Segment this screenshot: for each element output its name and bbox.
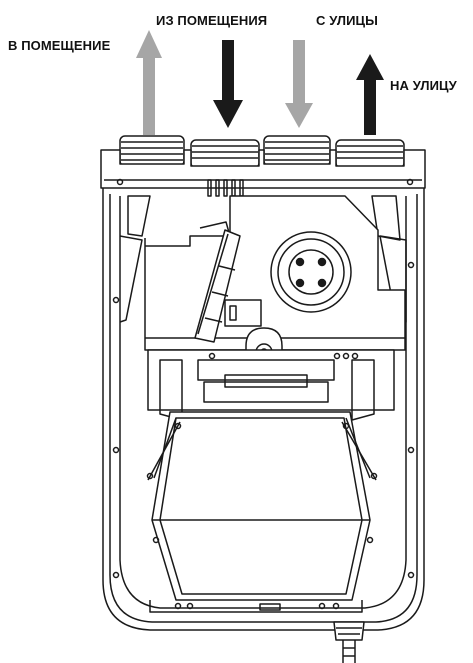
cable-gland bbox=[333, 621, 365, 663]
arrow-to-room bbox=[136, 30, 162, 135]
duct-spigot-3 bbox=[263, 135, 331, 167]
label-to-room: В ПОМЕЩЕНИЕ bbox=[8, 38, 111, 53]
label-to-street: НА УЛИЦУ bbox=[390, 78, 457, 93]
arrow-from-street bbox=[285, 40, 313, 128]
arrow-to-street bbox=[356, 54, 384, 135]
lower-side-rails bbox=[146, 417, 378, 544]
duct-spigot-2 bbox=[190, 139, 260, 169]
bypass-damper bbox=[194, 229, 262, 343]
bottom-base bbox=[149, 600, 363, 613]
arrow-from-room bbox=[213, 40, 243, 128]
housing bbox=[102, 188, 425, 631]
fan-motor bbox=[270, 231, 352, 313]
heat-exchanger bbox=[151, 411, 371, 601]
duct-spigot-1 bbox=[119, 135, 185, 167]
label-from-street: С УЛИЦЫ bbox=[316, 13, 378, 28]
duct-spigot-4 bbox=[335, 139, 405, 169]
middle-section bbox=[147, 349, 395, 421]
label-from-room: ИЗ ПОМЕЩЕНИЯ bbox=[156, 13, 268, 28]
top-plate bbox=[100, 149, 426, 197]
